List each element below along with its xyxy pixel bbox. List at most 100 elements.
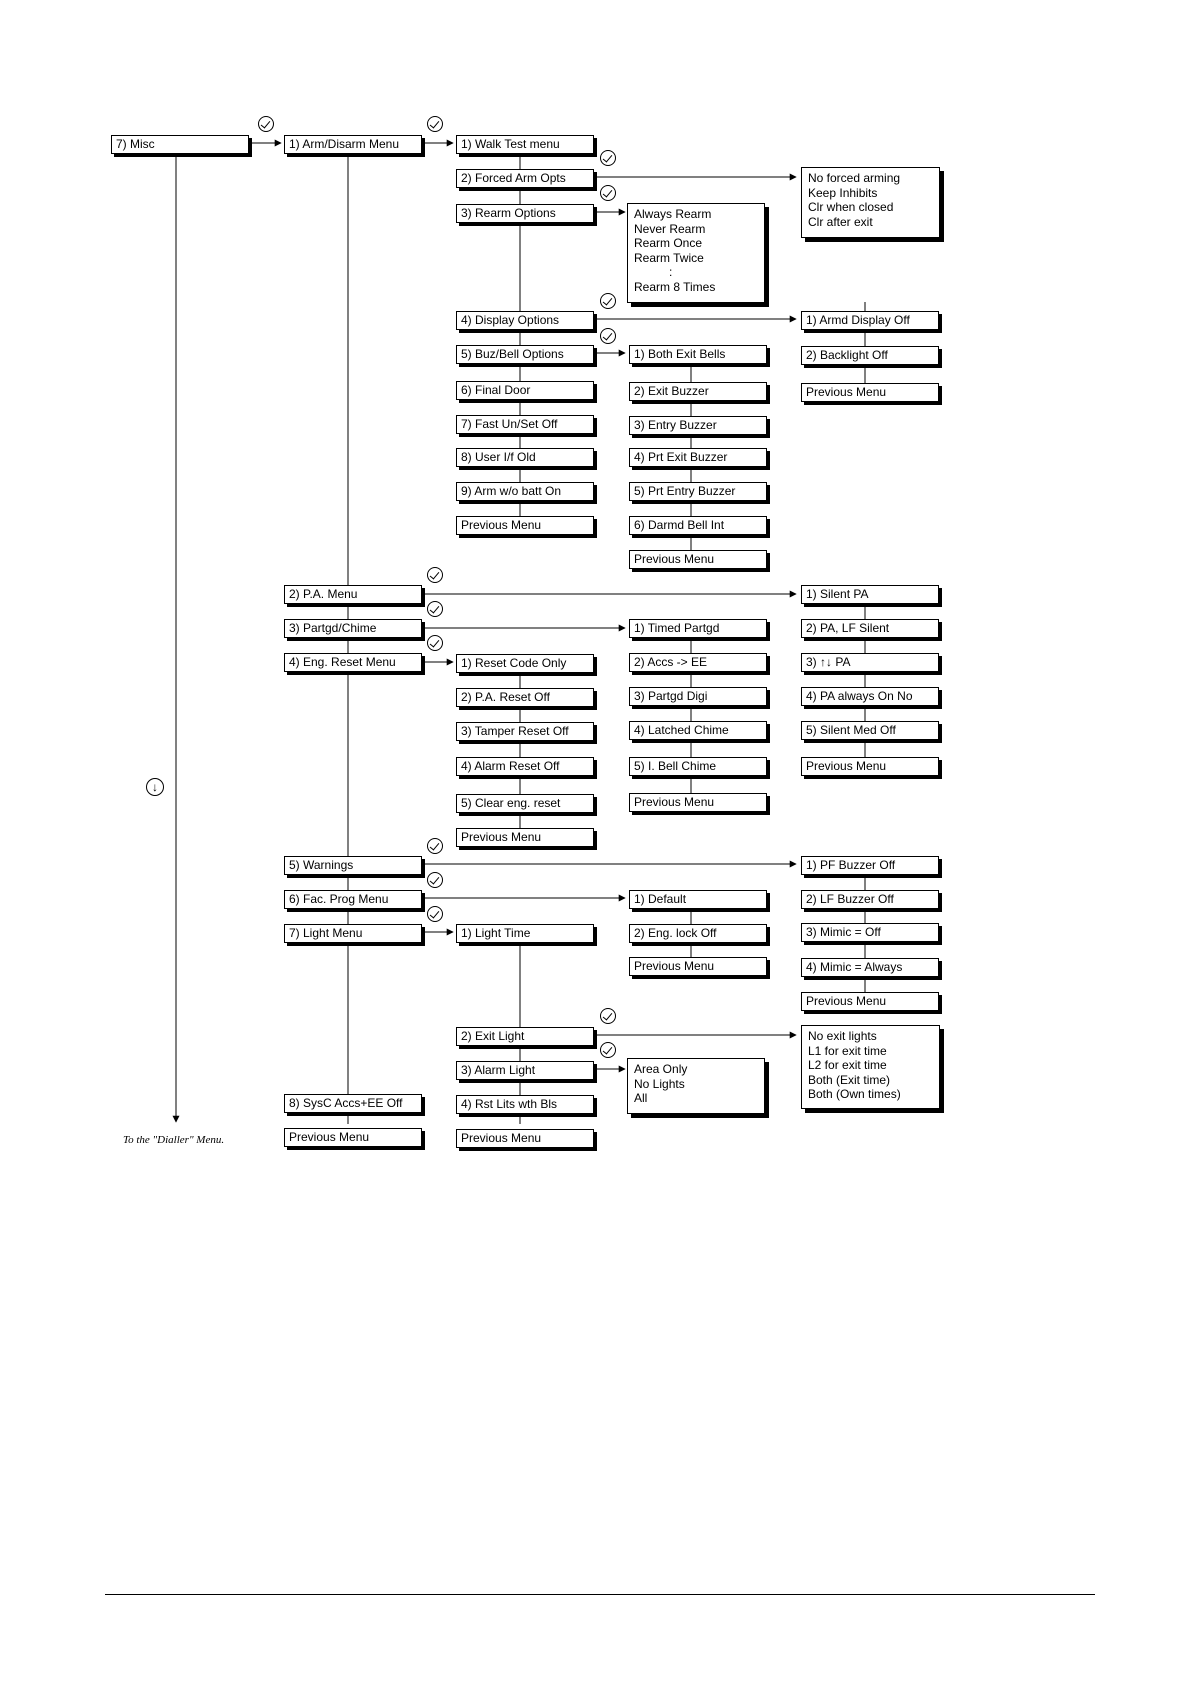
- menu-previous-partgd[interactable]: Previous Menu: [629, 793, 767, 812]
- menu-pa-lf-silent[interactable]: 2) PA, LF Silent: [801, 619, 939, 638]
- check-icon: [600, 1042, 616, 1058]
- check-icon: [600, 1008, 616, 1024]
- forced-arm-option[interactable]: Clr after exit: [808, 214, 873, 229]
- menu-reset-code[interactable]: 1) Reset Code Only: [456, 654, 594, 673]
- menu-display[interactable]: 4) Display Options: [456, 311, 594, 330]
- dialler-menu-note: To the "Dialler" Menu.: [123, 1134, 225, 1146]
- menu-silent-pa[interactable]: 1) Silent PA: [801, 585, 939, 604]
- menu-mimic-off[interactable]: 3) Mimic = Off: [801, 923, 939, 942]
- footer-rule: [105, 1594, 1095, 1595]
- menu-bell-chime[interactable]: 5) I. Bell Chime: [629, 757, 767, 776]
- menu-exit-light[interactable]: 2) Exit Light: [456, 1027, 594, 1046]
- menu-forced-arm[interactable]: 2) Forced Arm Opts: [456, 169, 594, 188]
- check-icon: [258, 116, 274, 132]
- menu-previous-warn[interactable]: Previous Menu: [801, 992, 939, 1011]
- menu-previous-light[interactable]: Previous Menu: [456, 1129, 594, 1148]
- menu-pf-buzzer[interactable]: 1) PF Buzzer Off: [801, 856, 939, 875]
- rearm-option[interactable]: Rearm 8 Times: [634, 279, 716, 294]
- check-icon: [427, 567, 443, 583]
- menu-user-if[interactable]: 8) User I/f Old: [456, 448, 594, 467]
- menu-silent-med[interactable]: 5) Silent Med Off: [801, 721, 939, 740]
- exit-light-option[interactable]: Both (Own times): [808, 1087, 901, 1101]
- check-icon: [600, 293, 616, 309]
- menu-arm-wo-batt[interactable]: 9) Arm w/o batt On: [456, 482, 594, 501]
- exit-light-option[interactable]: Both (Exit time): [808, 1072, 891, 1087]
- menu-previous-display[interactable]: Previous Menu: [801, 383, 939, 402]
- menu-armd-display[interactable]: 1) Armd Display Off: [801, 311, 939, 330]
- menu-alarm-light[interactable]: 3) Alarm Light: [456, 1061, 594, 1080]
- check-icon: [600, 150, 616, 166]
- menu-pa[interactable]: 2) P.A. Menu: [284, 585, 422, 604]
- rearm-options-list: Always Rearm Never Rearm Rearm Once Rear…: [627, 203, 765, 303]
- menu-alarm-reset[interactable]: 4) Alarm Reset Off: [456, 757, 594, 776]
- check-icon: [600, 185, 616, 201]
- rearm-option[interactable]: Rearm Once: [634, 236, 703, 250]
- menu-buz-bell[interactable]: 5) Buz/Bell Options: [456, 345, 594, 364]
- menu-exit-buzzer[interactable]: 2) Exit Buzzer: [629, 382, 767, 401]
- menu-final-door[interactable]: 6) Final Door: [456, 381, 594, 400]
- menu-light[interactable]: 7) Light Menu: [284, 924, 422, 943]
- rearm-option[interactable]: Never Rearm: [634, 221, 706, 236]
- menu-rearm[interactable]: 3) Rearm Options: [456, 204, 594, 223]
- menu-darmd-bell[interactable]: 6) Darmd Bell Int: [629, 516, 767, 535]
- check-icon: [427, 906, 443, 922]
- check-icon: [427, 601, 443, 617]
- menu-keys-pa[interactable]: 3) ↑↓ PA: [801, 653, 939, 672]
- menu-default[interactable]: 1) Default: [629, 890, 767, 909]
- menu-rst-lits[interactable]: 4) Rst Lits wth Bls: [456, 1095, 594, 1114]
- alarm-light-option[interactable]: All: [634, 1091, 648, 1105]
- menu-misc[interactable]: 7) Misc: [111, 135, 249, 154]
- menu-both-exit-bells[interactable]: 1) Both Exit Bells: [629, 345, 767, 364]
- menu-lf-buzzer[interactable]: 2) LF Buzzer Off: [801, 890, 939, 909]
- menu-partgd-digi[interactable]: 3) Partgd Digi: [629, 687, 767, 706]
- exit-light-options-list: No exit lights L1 for exit time L2 for e…: [801, 1025, 940, 1109]
- forced-arm-options-list: No forced arming Keep Inhibits Clr when …: [801, 167, 940, 238]
- menu-previous-fac[interactable]: Previous Menu: [629, 957, 767, 976]
- menu-previous-eng[interactable]: Previous Menu: [456, 828, 594, 847]
- rearm-ellipsis: :: [669, 265, 673, 279]
- exit-light-option[interactable]: L1 for exit time: [808, 1043, 887, 1058]
- alarm-light-option[interactable]: No Lights: [634, 1076, 685, 1091]
- forced-arm-option[interactable]: Clr when closed: [808, 200, 894, 214]
- rearm-option[interactable]: Always Rearm: [634, 207, 712, 221]
- menu-mimic-always[interactable]: 4) Mimic = Always: [801, 958, 939, 977]
- menu-sysc-accs[interactable]: 8) SysC Accs+EE Off: [284, 1094, 422, 1113]
- menu-prt-entry-buzzer[interactable]: 5) Prt Entry Buzzer: [629, 482, 767, 501]
- menu-tamper-reset[interactable]: 3) Tamper Reset Off: [456, 722, 594, 741]
- menu-previous-pa[interactable]: Previous Menu: [801, 757, 939, 776]
- check-icon: [427, 838, 443, 854]
- rearm-option[interactable]: Rearm Twice: [634, 250, 704, 265]
- menu-eng-lock[interactable]: 2) Eng. lock Off: [629, 924, 767, 943]
- menu-timed-partgd[interactable]: 1) Timed Partgd: [629, 619, 767, 638]
- menu-walk-test[interactable]: 1) Walk Test menu: [456, 135, 594, 154]
- exit-light-option[interactable]: L2 for exit time: [808, 1058, 887, 1072]
- check-icon: [427, 635, 443, 651]
- menu-backlight[interactable]: 2) Backlight Off: [801, 346, 939, 365]
- menu-prt-exit-buzzer[interactable]: 4) Prt Exit Buzzer: [629, 448, 767, 467]
- menu-arm-disarm[interactable]: 1) Arm/Disarm Menu: [284, 135, 422, 154]
- menu-previous-arm[interactable]: Previous Menu: [456, 516, 594, 535]
- menu-eng-reset[interactable]: 4) Eng. Reset Menu: [284, 653, 422, 672]
- menu-pa-always[interactable]: 4) PA always On No: [801, 687, 939, 706]
- forced-arm-option[interactable]: Keep Inhibits: [808, 185, 878, 200]
- exit-light-option[interactable]: No exit lights: [808, 1029, 877, 1043]
- check-icon: [427, 872, 443, 888]
- menu-fast-unset[interactable]: 7) Fast Un/Set Off: [456, 415, 594, 434]
- menu-warnings[interactable]: 5) Warnings: [284, 856, 422, 875]
- menu-clear-eng[interactable]: 5) Clear eng. reset: [456, 794, 594, 813]
- menu-light-time[interactable]: 1) Light Time: [456, 924, 594, 943]
- menu-accs-ee[interactable]: 2) Accs -> EE: [629, 653, 767, 672]
- check-icon: [427, 116, 443, 132]
- forced-arm-option[interactable]: No forced arming: [808, 171, 901, 185]
- menu-pa-reset[interactable]: 2) P.A. Reset Off: [456, 688, 594, 707]
- alarm-light-options-list: Area Only No Lights All: [627, 1058, 765, 1114]
- menu-entry-buzzer[interactable]: 3) Entry Buzzer: [629, 416, 767, 435]
- menu-fac-prog[interactable]: 6) Fac. Prog Menu: [284, 890, 422, 909]
- menu-latched-chime[interactable]: 4) Latched Chime: [629, 721, 767, 740]
- menu-partgd-chime[interactable]: 3) Partgd/Chime: [284, 619, 422, 638]
- alarm-light-option[interactable]: Area Only: [634, 1062, 688, 1076]
- menu-previous-bell[interactable]: Previous Menu: [629, 550, 767, 569]
- menu-previous-main[interactable]: Previous Menu: [284, 1128, 422, 1147]
